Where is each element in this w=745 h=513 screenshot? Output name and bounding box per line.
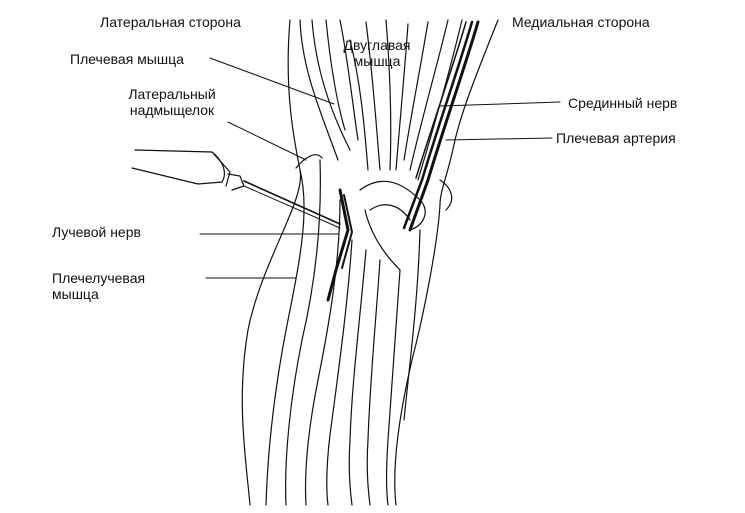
label-brachial-artery: Плечевая артерия xyxy=(556,130,676,146)
label-lateral-epicondyle-line2: надмыщелок xyxy=(129,102,215,118)
label-lateral-side: Латеральная сторона xyxy=(100,14,241,30)
syringe-needle xyxy=(243,180,341,225)
label-brachioradialis-line2: мышца xyxy=(52,286,99,302)
leader-median-nerve xyxy=(439,101,561,107)
label-brachioradialis: Плечелучевая мышца xyxy=(52,270,145,302)
leader-brachial-artery xyxy=(445,137,553,141)
label-brachioradialis-line1: Плечелучевая xyxy=(52,270,146,286)
label-medial-side: Медиальная сторона xyxy=(512,14,650,30)
label-biceps: Двуглавая мышца xyxy=(342,37,412,69)
arm-medial-contour xyxy=(394,19,499,506)
leader-brachialis xyxy=(209,57,335,105)
label-lateral-epicondyle: Латеральный надмыщелок xyxy=(114,86,230,118)
label-lateral-epicondyle-line1: Латеральный xyxy=(128,86,216,102)
label-brachialis: Плечевая мышца xyxy=(70,51,184,67)
label-biceps-line1: Двуглавая xyxy=(343,37,411,53)
leader-lateral-epicondyle xyxy=(227,121,307,161)
label-radial-nerve: Лучевой нерв xyxy=(52,224,141,240)
arm-lateral-contour xyxy=(241,19,302,506)
syringe-barrel xyxy=(131,149,225,185)
label-median-nerve: Срединный нерв xyxy=(568,95,678,111)
label-biceps-line2: мышца xyxy=(353,53,401,69)
